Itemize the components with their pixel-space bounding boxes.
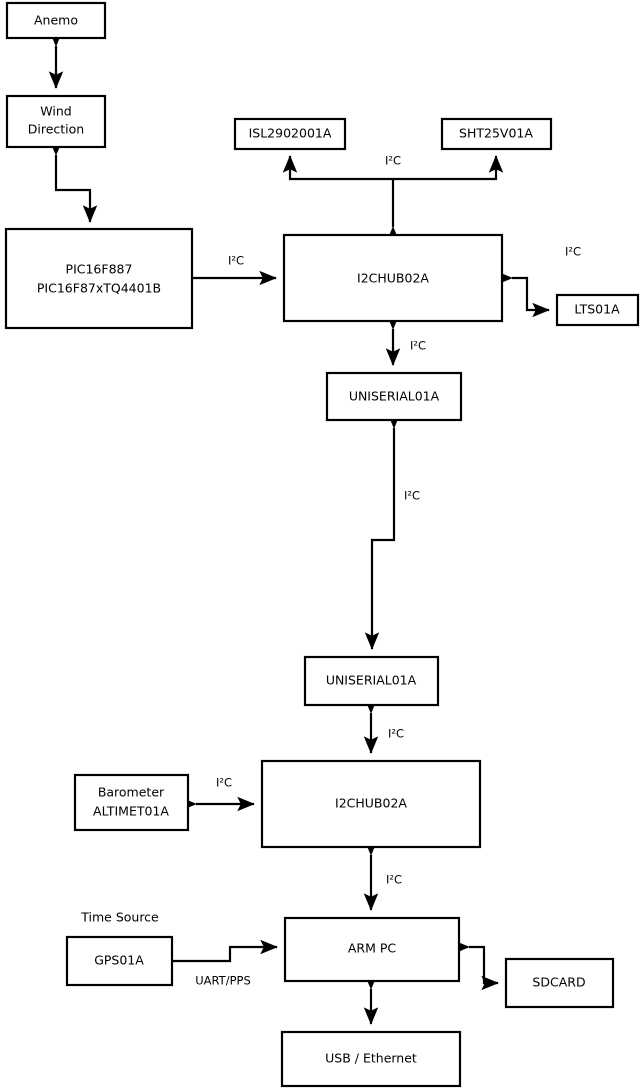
edge-line-to-sht	[393, 155, 504, 181]
edge-uniserialbot-hubbot: I²C	[363, 696, 404, 754]
node-box[interactable]	[282, 233, 504, 323]
node-label-line1: PIC16F887	[66, 262, 133, 277]
node-label-line2: PIC16F87xTQ4401B	[37, 281, 161, 296]
node-box[interactable]	[5, 1, 107, 40]
edge-barometer-hubbot: I²C	[179, 776, 255, 812]
edge-pic-hubtop: I²C	[175, 254, 277, 286]
edge-wind-pic	[48, 138, 98, 223]
edge-hubbot-armpc: I²C	[363, 838, 402, 911]
node-sdcard[interactable]: SDCARD	[504, 957, 615, 1009]
node-gps01a[interactable]: GPS01A	[65, 935, 174, 987]
node-uniserial01a-top[interactable]: UNISERIAL01A	[325, 371, 463, 422]
node-label-line2: ALTIMET01A	[93, 804, 169, 819]
node-wind-direction[interactable]: Wind Direction	[5, 94, 107, 149]
edge-hubtop-sensors: I²C	[282, 154, 504, 244]
edge-line	[495, 270, 550, 318]
edge-line	[364, 411, 402, 650]
node-label: SDCARD	[532, 975, 585, 990]
node-i2chub02a-bottom[interactable]: I2CHUB02A	[260, 759, 482, 849]
edge-gps-armpc: UART/PPS	[172, 939, 278, 988]
node-box[interactable]	[303, 655, 440, 707]
node-box[interactable]	[283, 916, 461, 983]
node-anemo[interactable]: Anemo	[5, 1, 107, 40]
node-box[interactable]	[4, 227, 194, 330]
edge-hubtop-uniserialtop: I²C	[385, 312, 426, 366]
node-label: Anemo	[34, 13, 78, 28]
node-lts01a[interactable]: LTS01A	[555, 293, 640, 327]
node-label: I2CHUB02A	[357, 271, 429, 286]
node-usb-ethernet[interactable]: USB / Ethernet	[280, 1030, 462, 1088]
edge-label-i2c: I²C	[404, 489, 420, 503]
node-sht25v01a[interactable]: SHT25V01A	[440, 117, 553, 151]
node-box[interactable]	[555, 293, 640, 327]
node-box[interactable]	[260, 759, 482, 849]
node-arm-pc[interactable]: ARM PC	[283, 916, 461, 983]
node-box[interactable]	[233, 117, 347, 151]
edge-line	[452, 939, 499, 991]
node-i2chub02a-top[interactable]: I2CHUB02A	[282, 233, 504, 323]
node-box[interactable]	[280, 1030, 462, 1088]
edge-label-i2c: I²C	[385, 154, 401, 168]
node-label: USB / Ethernet	[325, 1051, 417, 1066]
edge-armpc-sdcard	[452, 939, 499, 991]
node-box[interactable]	[65, 935, 174, 987]
edge-label-i2c: I²C	[386, 873, 402, 887]
node-label: ARM PC	[348, 941, 397, 956]
node-pic16f887[interactable]: PIC16F887 PIC16F87xTQ4401B	[4, 227, 194, 330]
node-label-line1: Barometer	[98, 785, 165, 800]
edge-label-i2c: I²C	[410, 339, 426, 353]
node-barometer-altimet01a[interactable]: Barometer ALTIMET01A	[73, 773, 190, 832]
node-box[interactable]	[73, 773, 190, 832]
node-label: UNISERIAL01A	[326, 673, 417, 688]
edge-uniserialtop-uniserialbot: I²C	[364, 411, 420, 650]
node-label: SHT25V01A	[459, 126, 533, 141]
edge-hubtop-lts: I²C	[495, 245, 581, 318]
node-label-line2: Direction	[28, 122, 84, 137]
node-label: I2CHUB02A	[335, 796, 407, 811]
edge-line	[172, 939, 278, 963]
node-label: GPS01A	[94, 953, 144, 968]
node-label: UNISERIAL01A	[349, 389, 440, 404]
edge-label-uart-pps: UART/PPS	[195, 974, 251, 988]
edge-line	[48, 138, 98, 223]
node-isl2902001a[interactable]: ISL2902001A	[233, 117, 347, 151]
node-box[interactable]	[504, 957, 615, 1009]
edge-label-i2c: I²C	[228, 254, 244, 268]
node-box[interactable]	[5, 94, 107, 149]
edge-label-i2c: I²C	[216, 776, 232, 790]
label-time-source: Time Source	[80, 910, 159, 925]
node-label-line1: Wind	[40, 104, 71, 119]
node-uniserial01a-bottom[interactable]: UNISERIAL01A	[303, 655, 440, 707]
edge-label-i2c: I²C	[565, 245, 581, 259]
node-label: ISL2902001A	[249, 126, 332, 141]
edge-line-to-isl	[282, 155, 393, 181]
node-box[interactable]	[440, 117, 553, 151]
node-box[interactable]	[325, 371, 463, 422]
edge-label-i2c: I²C	[388, 727, 404, 741]
node-label: LTS01A	[574, 302, 620, 317]
